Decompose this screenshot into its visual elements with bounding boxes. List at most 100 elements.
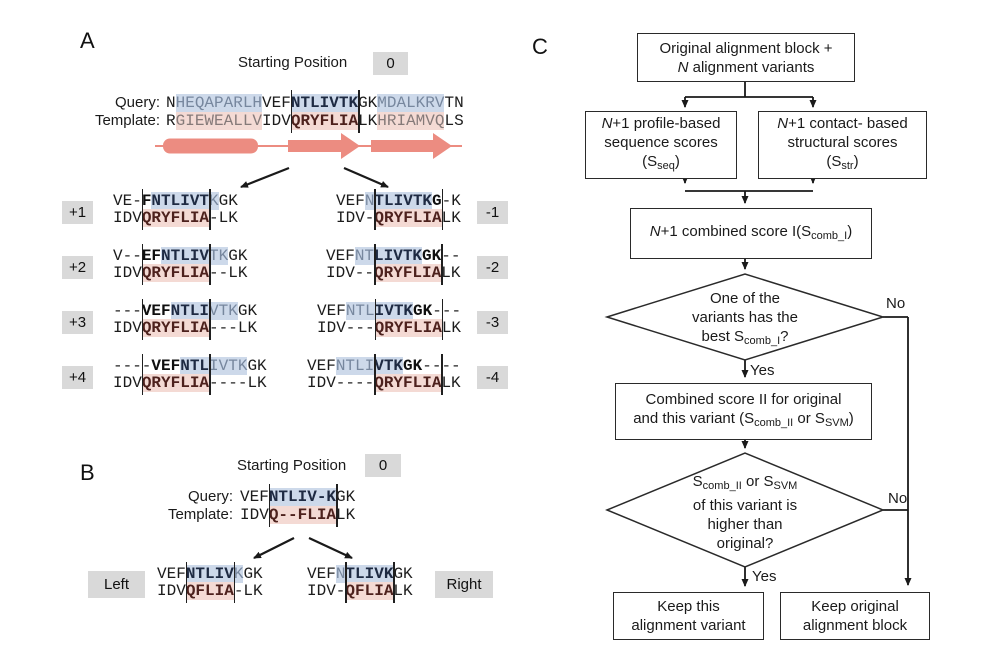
no-label-2: No (888, 490, 908, 507)
decision-diamond-best-score (604, 273, 886, 361)
shift-label-plus3: +3 (62, 311, 93, 334)
shift-label-plus2: +2 (62, 256, 93, 279)
sequence-line: VEFNTLIVTKGK---- (307, 357, 461, 375)
block-boundary-bar (209, 299, 211, 340)
strand-arrow-1 (288, 133, 360, 159)
sequence-line: IDVQRYFLIA----LK (113, 374, 267, 392)
sequence-line: VE-FNTLIVTKGK (113, 192, 238, 210)
block-boundary-bar (233, 562, 236, 603)
sequence-line: VEFNTLIVTKG-K (336, 192, 461, 210)
block-boundary-bar (441, 244, 443, 285)
panel-a-label: A (80, 28, 95, 53)
secondary-structure-cartoon (155, 133, 462, 159)
starting-position-label-b: Starting Position (237, 457, 347, 474)
flowchart-connectors (681, 80, 912, 587)
query-label-b: Query: (187, 488, 233, 505)
block-boundary-bar (374, 354, 376, 395)
alignment-variant-minus2: VEFNTLIVTKGK--IDV--QRYFLIALK (326, 244, 461, 285)
block-boundary-bar (393, 562, 395, 603)
sequence-line: VEFNTLIVTKGK--- (317, 302, 462, 320)
sequence-line: NHEQAPARLHVEFNTLIVTKGKMDALKRVTN (166, 94, 464, 112)
yes-label-2: Yes (752, 568, 777, 585)
template-label-a: Template: (94, 112, 160, 129)
sequence-line: IDVQFLIA-LK (157, 582, 263, 600)
sequence-line: VEFNTLIVKGK (157, 565, 263, 583)
block-boundary-bar (141, 244, 144, 285)
shift-label-minus3: -3 (477, 311, 508, 334)
flow-box-combined-score-1: N+1 combined score I(Scomb_I) (630, 208, 872, 259)
block-boundary-bar (185, 562, 188, 603)
shift-label-minus1: -1 (477, 201, 508, 224)
alignment-variant-minus3: VEFNTLIVTKGK---IDV---QRYFLIALK (317, 299, 462, 340)
sequence-line: ----VEFNTLIVTKGK (113, 357, 267, 375)
no-label-1: No (886, 295, 906, 312)
decision-diamond-higher-score (605, 452, 885, 568)
yes-label-1: Yes (750, 362, 775, 379)
flowchart-diamonds (604, 273, 886, 568)
shift-label-plus1: +1 (62, 201, 93, 224)
block-boundary-bar (209, 189, 211, 230)
starting-position-value-b: 0 (365, 454, 401, 477)
block-boundary-bar (374, 299, 377, 340)
block-boundary-bar (141, 354, 144, 395)
shift-label-plus4: +4 (62, 366, 93, 389)
block-boundary-bar (441, 189, 444, 230)
block-boundary-bar (268, 484, 271, 527)
sequence-line: VEFNTLIVKGK (307, 565, 413, 583)
strand-arrow-2 (371, 133, 452, 159)
sequence-line: VEFNTLIV-KGK (240, 488, 356, 506)
shift-label-minus4: -4 (477, 366, 508, 389)
block-boundary-bar (374, 244, 376, 285)
block-boundary-bar (358, 90, 360, 133)
starting-position-label-a: Starting Position (238, 54, 348, 71)
block-boundary-bar (345, 562, 347, 603)
sequence-line: IDV--QRYFLIALK (326, 264, 461, 282)
sequence-line: IDVQRYFLIA-LK (113, 209, 238, 227)
sequence-line: VEFNTLIVTKGK-- (326, 247, 461, 265)
block-boundary-bar (441, 299, 444, 340)
panel-a-fanout-arrows (240, 166, 389, 189)
sequence-line: RGIEWEALLVIDVQRYFLIALKHRIAMVQLS (166, 112, 464, 130)
shift-label-minus2: -2 (477, 256, 508, 279)
block-boundary-bar (209, 354, 211, 395)
flow-box-original-plus-variants: Original alignment block +N alignment va… (637, 33, 855, 82)
block-boundary-bar (209, 244, 211, 285)
block-boundary-bar (336, 484, 338, 527)
sequence-line: IDV-QFLIALK (307, 582, 413, 600)
block-boundary-bar (141, 299, 144, 340)
sequence-line: IDV----QRYFLIALK (307, 374, 461, 392)
template-label-b: Template: (167, 506, 233, 523)
panel-b-fanout-arrows (253, 537, 353, 559)
starting-position-value-a: 0 (373, 52, 408, 75)
sequence-line: IDV---QRYFLIALK (317, 319, 462, 337)
left-variant-label: Left (88, 571, 145, 598)
helix-rod (163, 138, 258, 154)
alignment-variant-minus4: VEFNTLIVTKGK----IDV----QRYFLIALK (307, 354, 461, 395)
block-boundary-bar (441, 354, 443, 395)
sequence-line: IDVQ--FLIALK (240, 506, 356, 524)
sequence-line: IDVQRYFLIA--LK (113, 264, 248, 282)
sequence-line: V--EFNTLIVTKGK (113, 247, 248, 265)
sequence-line: IDV-QRYFLIALK (336, 209, 461, 227)
query-label-a: Query: (114, 94, 160, 111)
panel-b-label: B (80, 460, 95, 485)
sequence-line: IDVQRYFLIA---LK (113, 319, 258, 337)
